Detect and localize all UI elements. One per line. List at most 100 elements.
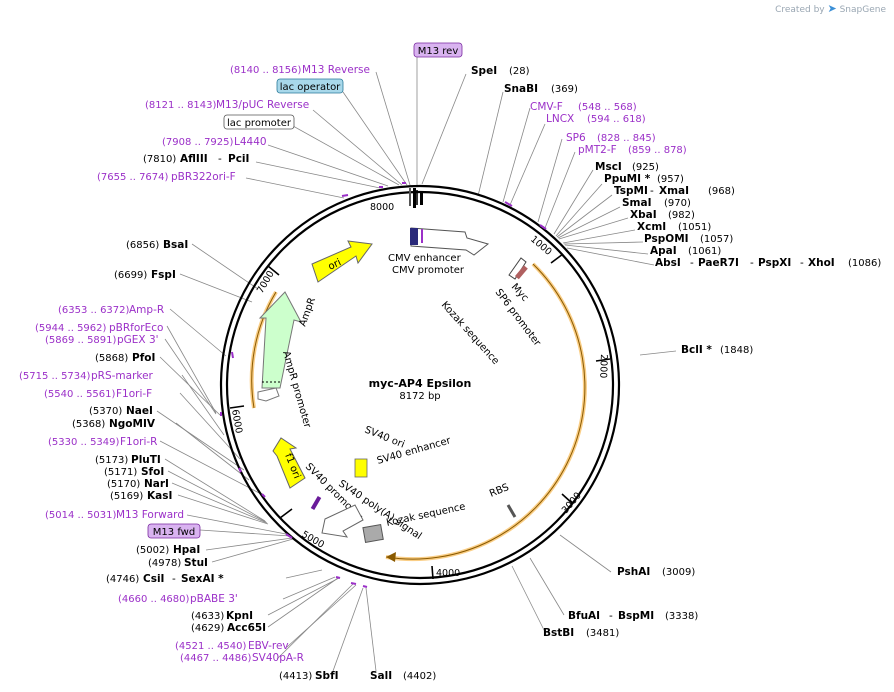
primer-f1ori-f[interactable]: F1ori-F	[116, 388, 152, 400]
enzyme-ngomiv[interactable]: NgoMIV	[109, 418, 156, 430]
primer-pbr322ori-f[interactable]: pBR322ori-F	[171, 171, 236, 183]
primer-f1ori-r[interactable]: F1ori-R	[120, 436, 157, 448]
enzyme-pfoi[interactable]: PfoI	[132, 352, 155, 364]
enzyme-sfoi[interactable]: SfoI	[141, 466, 164, 478]
m13-rev-label: M13 rev	[418, 46, 459, 57]
enzyme-tspmi[interactable]: TspMI	[614, 185, 648, 197]
ampr-promoter-label: AmpR promoter	[280, 350, 313, 430]
enzyme-absi[interactable]: AbsI	[655, 257, 681, 269]
enzyme-csii[interactable]: CsiI	[143, 573, 164, 585]
enzyme-xhoi[interactable]: XhoI	[808, 257, 835, 269]
primer-lncx[interactable]: LNCX	[546, 113, 574, 125]
enzyme-smai[interactable]: SmaI	[622, 197, 652, 209]
rbs-label: RBS	[488, 482, 511, 500]
sv40-polya-block	[362, 523, 384, 544]
cmv-enhancer-block	[410, 228, 418, 245]
lac-operator-box[interactable]	[276, 78, 344, 94]
cmv-promoter-arrow	[410, 227, 490, 256]
enzyme-apai-pos: (1061)	[688, 246, 721, 257]
primer-pbabe3-pos: (4660 .. 4680)	[118, 594, 190, 605]
plasmid-size: 8172 bp	[399, 391, 440, 402]
enzyme-fspi-pos: (6699)	[114, 270, 147, 281]
enzyme-bsai[interactable]: BsaI	[163, 239, 188, 251]
enzyme-afliii[interactable]: AflIII	[180, 153, 208, 165]
orf-arc-right-arrow	[386, 552, 396, 562]
enzyme-ppumi[interactable]: PpuMI *	[604, 173, 651, 185]
enzyme-nari[interactable]: NarI	[144, 478, 169, 490]
primer-cmv-f[interactable]: CMV-F	[530, 101, 563, 113]
enzyme-sfoi-pos: (5171)	[104, 467, 137, 478]
enzyme-apai[interactable]: ApaI	[650, 245, 677, 257]
primer-marks	[220, 182, 547, 588]
enzyme-xbai-pos: (982)	[668, 210, 695, 221]
enzyme-bstbi[interactable]: BstBI	[543, 627, 574, 639]
enzyme-sbfi[interactable]: SbfI	[315, 670, 339, 682]
primer-amp-r[interactable]: Amp-R	[129, 304, 164, 316]
sep-pspxi: -	[800, 257, 804, 269]
enzyme-pshai[interactable]: PshAI	[617, 566, 650, 578]
f1-ori-arrow	[272, 437, 306, 489]
primer-prs-marker[interactable]: pRS-marker	[91, 370, 154, 382]
sv40-ori-block	[354, 458, 368, 478]
ampr-arrow	[258, 291, 302, 389]
primer-m13-puc-reverse[interactable]: M13/pUC Reverse	[216, 99, 309, 111]
primer-sv40pa-r[interactable]: SV40pA-R	[252, 652, 304, 664]
enzyme-bfuai[interactable]: BfuAI	[568, 610, 600, 622]
primer-pbabe3[interactable]: pBABE 3'	[190, 593, 238, 605]
enzyme-bspmi[interactable]: BspMI	[618, 610, 654, 622]
enzyme-naei[interactable]: NaeI	[126, 405, 153, 417]
primer-m13-forward[interactable]: M13 Forward	[116, 509, 184, 521]
enzyme-sexai[interactable]: SexAI *	[181, 573, 224, 585]
m13-rev-box[interactable]	[413, 42, 463, 58]
kozak-sequence-label-bottom: Kozak sequence	[385, 501, 466, 529]
enzyme-msci[interactable]: MscI	[595, 161, 622, 173]
brand-name: SnapGene	[839, 5, 886, 15]
enzyme-pspxi[interactable]: PspXI	[758, 257, 791, 269]
enzyme-paer7i[interactable]: PaeR7I	[698, 257, 739, 269]
enzyme-fspi[interactable]: FspI	[151, 269, 176, 281]
enzyme-pspomi[interactable]: PspOMI	[644, 233, 689, 245]
enzyme-snabi-pos: (369)	[551, 84, 578, 95]
primer-ebv-rev[interactable]: EBV-rev	[248, 640, 289, 652]
lac-promoter-label: lac promoter	[227, 118, 292, 129]
primer-pmt2-f-pos: (859 .. 878)	[628, 145, 687, 156]
primer-labels: (8140 .. 8156) M13 Reverse (8121 .. 8143…	[19, 64, 687, 664]
enzyme-bcli-pos: (1848)	[720, 345, 753, 356]
snabi-site-mark	[420, 193, 423, 205]
tick-2000: 2000	[597, 354, 609, 379]
enzyme-pcii[interactable]: PciI	[228, 153, 249, 165]
enzyme-stui[interactable]: StuI	[184, 557, 208, 569]
primer-f1ori-r-pos: (5330 .. 5349)	[48, 437, 120, 448]
tick-6000: 6000	[229, 409, 244, 435]
plasmid-name: myc-AP4 Epsilon	[369, 377, 472, 390]
primer-pbrforeco[interactable]: pBRforEco	[109, 322, 163, 334]
enzyme-kpni[interactable]: KpnI	[226, 610, 253, 622]
primer-m13-reverse-pos: (8140 .. 8156)	[230, 65, 302, 76]
primer-l4440[interactable]: L4440	[234, 136, 267, 148]
enzyme-tspmi-pos: (968)	[708, 186, 735, 197]
primer-pmt2-f[interactable]: pMT2-F	[578, 144, 617, 156]
enzyme-kpni-pos: (4633)	[191, 611, 224, 622]
enzyme-acc65i[interactable]: Acc65I	[227, 622, 266, 634]
spei-site-mark	[413, 188, 416, 208]
enzyme-hpai[interactable]: HpaI	[173, 544, 200, 556]
enzyme-bcli[interactable]: BclI *	[681, 344, 712, 356]
enzyme-xmai[interactable]: XmaI	[659, 185, 689, 197]
enzyme-pluti[interactable]: PluTI	[131, 454, 161, 466]
lac-promoter-box[interactable]	[223, 114, 295, 130]
enzyme-snabi[interactable]: SnaBI	[504, 83, 538, 95]
primer-m13-reverse[interactable]: M13 Reverse	[302, 64, 370, 76]
enzyme-hpai-pos: (5002)	[136, 545, 169, 556]
brand-prefix: Created by	[775, 5, 825, 15]
enzyme-xcmi[interactable]: XcmI	[637, 221, 666, 233]
m13-fwd-box[interactable]	[147, 523, 201, 539]
sp6-promoter-arrow	[508, 257, 527, 280]
primer-sp6[interactable]: SP6	[566, 132, 586, 144]
leader-lines	[156, 56, 677, 672]
enzyme-xbai[interactable]: XbaI	[630, 209, 657, 221]
primer-pbr322ori-f-pos: (7655 .. 7674)	[97, 172, 169, 183]
primer-pgex3[interactable]: pGEX 3'	[117, 334, 159, 346]
enzyme-sali[interactable]: SalI	[370, 670, 392, 682]
enzyme-spei[interactable]: SpeI	[471, 65, 497, 77]
enzyme-kasi[interactable]: KasI	[147, 490, 172, 502]
